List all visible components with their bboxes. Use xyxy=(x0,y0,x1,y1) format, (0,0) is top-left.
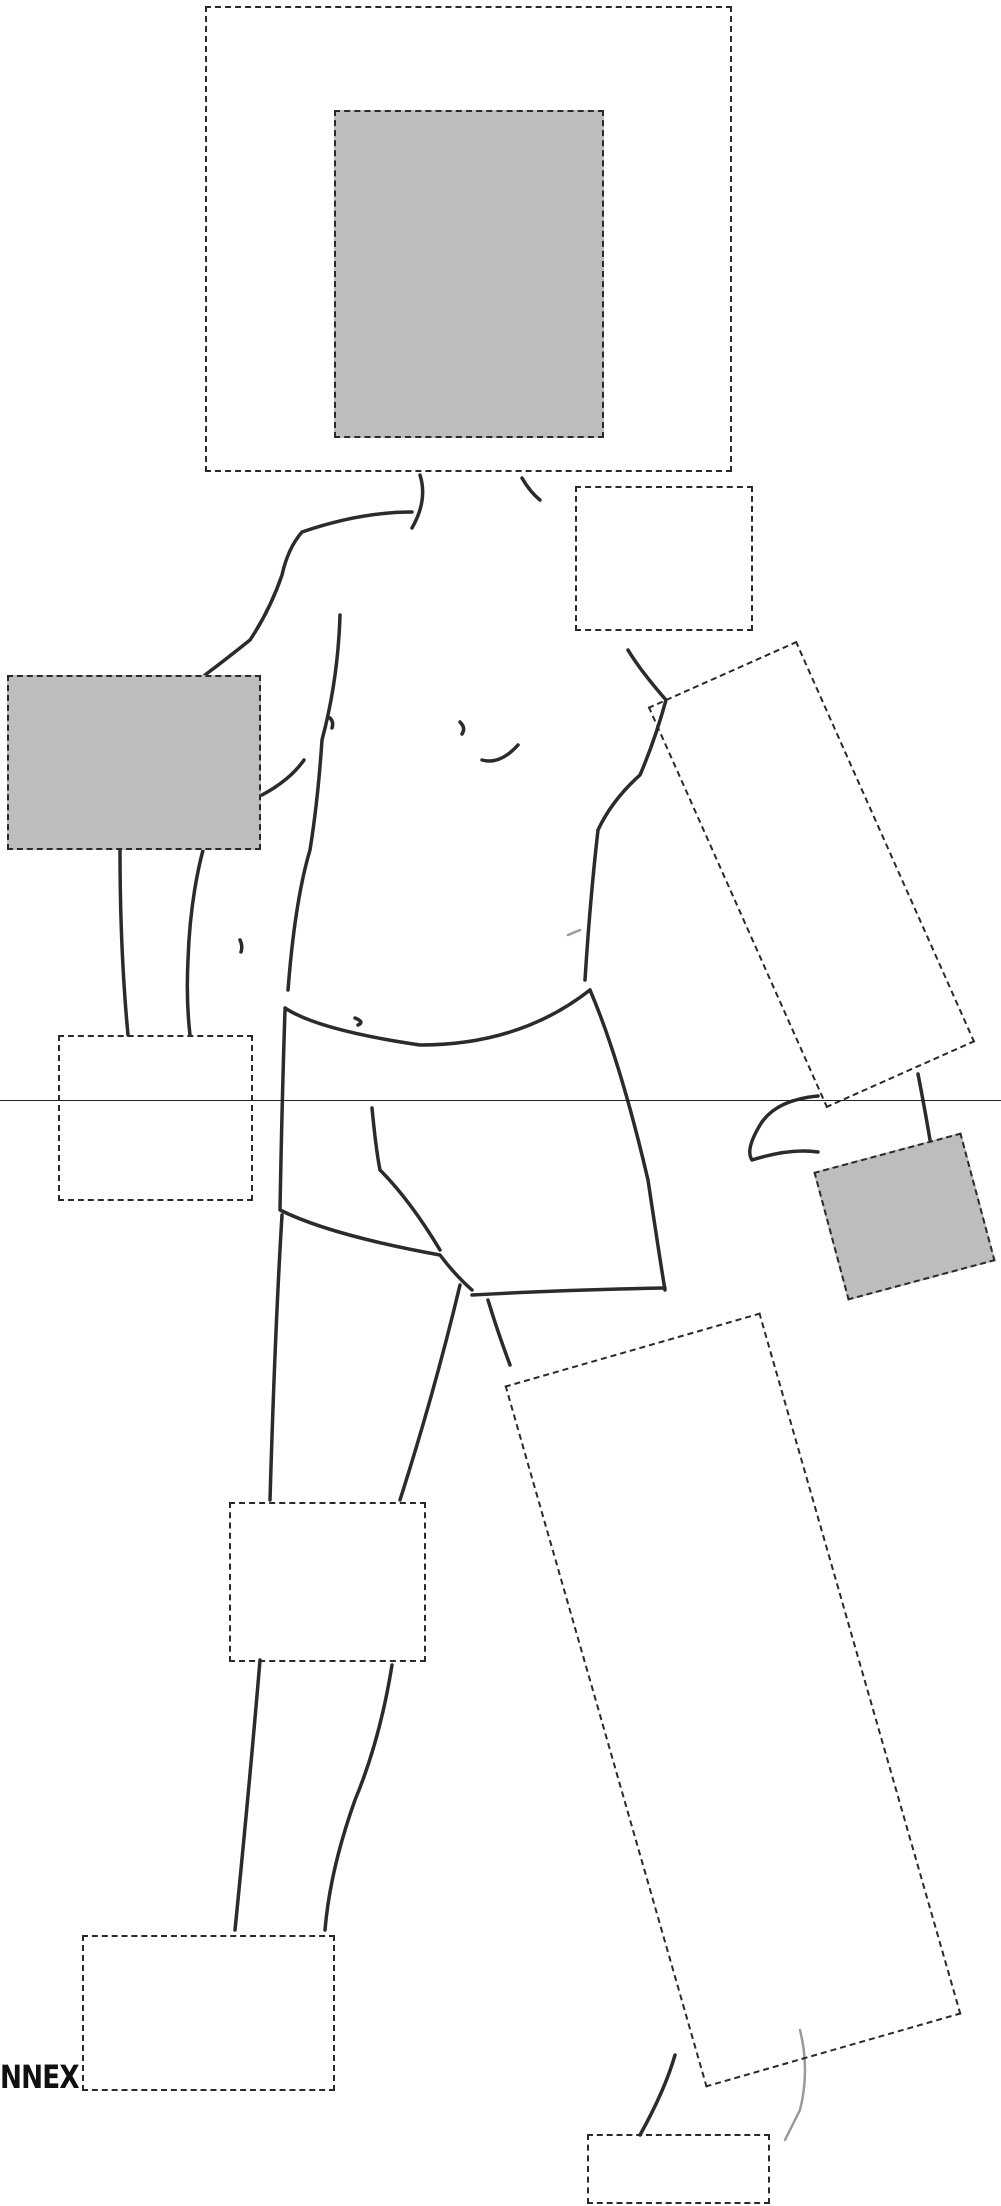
left-shoulder-box xyxy=(575,486,753,631)
left-arm-box xyxy=(58,1035,253,1201)
face-box xyxy=(334,110,604,438)
left-foot-box xyxy=(587,2134,770,2204)
right-upper-arm-box xyxy=(7,675,261,850)
right-foot-box xyxy=(82,1935,335,2091)
right-knee-box xyxy=(229,1502,426,1662)
annex-label: NNEX xyxy=(0,2058,79,2096)
